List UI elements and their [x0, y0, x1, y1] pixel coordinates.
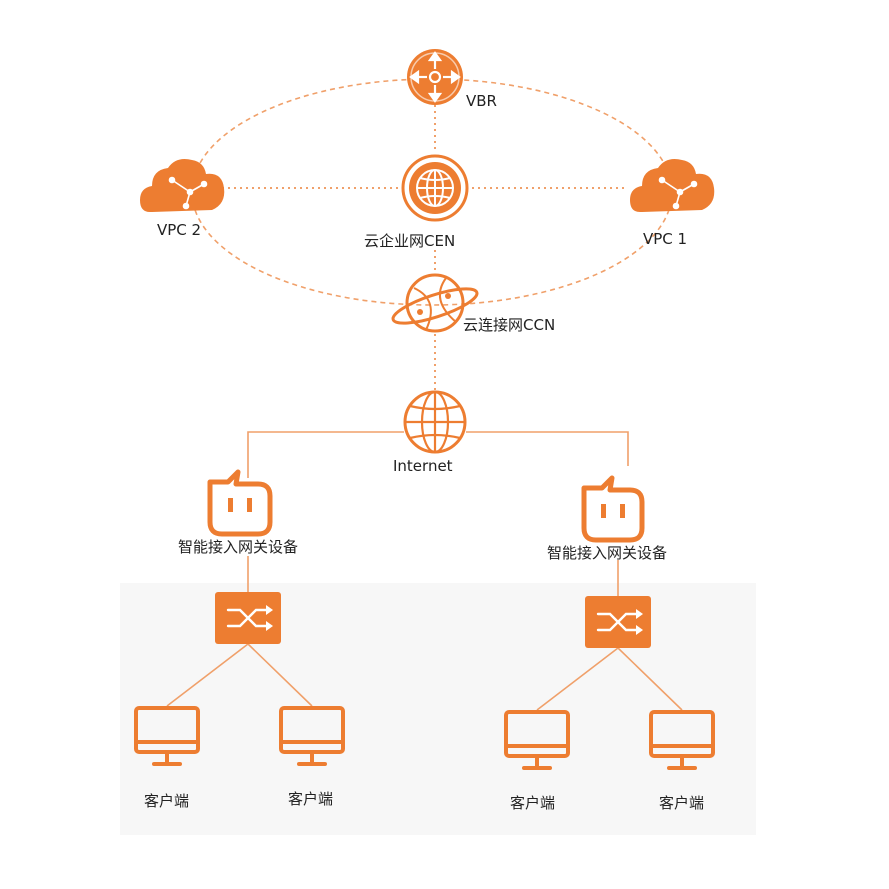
cen-label: 云企业网CEN [364, 232, 455, 250]
vbr-label: VBR [466, 92, 497, 110]
internet-right-gateway-link [466, 431, 629, 466]
right-switch-client4-link [617, 647, 683, 711]
gateway-right-label: 智能接入网关设备 [547, 544, 667, 562]
switch-icon [215, 592, 281, 644]
cloud-icon [140, 159, 225, 212]
client-2-label: 客户端 [288, 790, 333, 808]
vpc1-label: VPC 1 [643, 230, 687, 248]
client-1-label: 客户端 [144, 792, 189, 810]
vpc2-label: VPC 2 [157, 221, 201, 239]
switch-icon [585, 596, 651, 648]
cloud-icon [630, 159, 715, 212]
left-switch-client1-link [166, 643, 249, 707]
router-icon [407, 49, 463, 105]
dotted-connectors [222, 105, 628, 393]
globe-ring-icon [401, 154, 469, 222]
left-switch-client2-link [247, 643, 313, 707]
monitor-icon [649, 710, 715, 770]
client-3-label: 客户端 [510, 794, 555, 812]
ccn-label: 云连接网CCN [463, 316, 555, 334]
monitor-icon [504, 710, 570, 770]
solid-connectors [166, 431, 683, 711]
gateway-left-label: 智能接入网关设备 [178, 538, 298, 556]
monitor-icon [134, 706, 200, 766]
gateway-device-icon [581, 475, 645, 543]
internet-left-gateway-link [247, 431, 404, 478]
gateway-device-icon [207, 469, 273, 537]
client-4-label: 客户端 [659, 794, 704, 812]
internet-label: Internet [393, 457, 453, 475]
right-switch-client3-link [536, 647, 619, 711]
monitor-icon [279, 706, 345, 766]
orbit-globe-icon [391, 273, 479, 333]
globe-icon [403, 390, 467, 454]
